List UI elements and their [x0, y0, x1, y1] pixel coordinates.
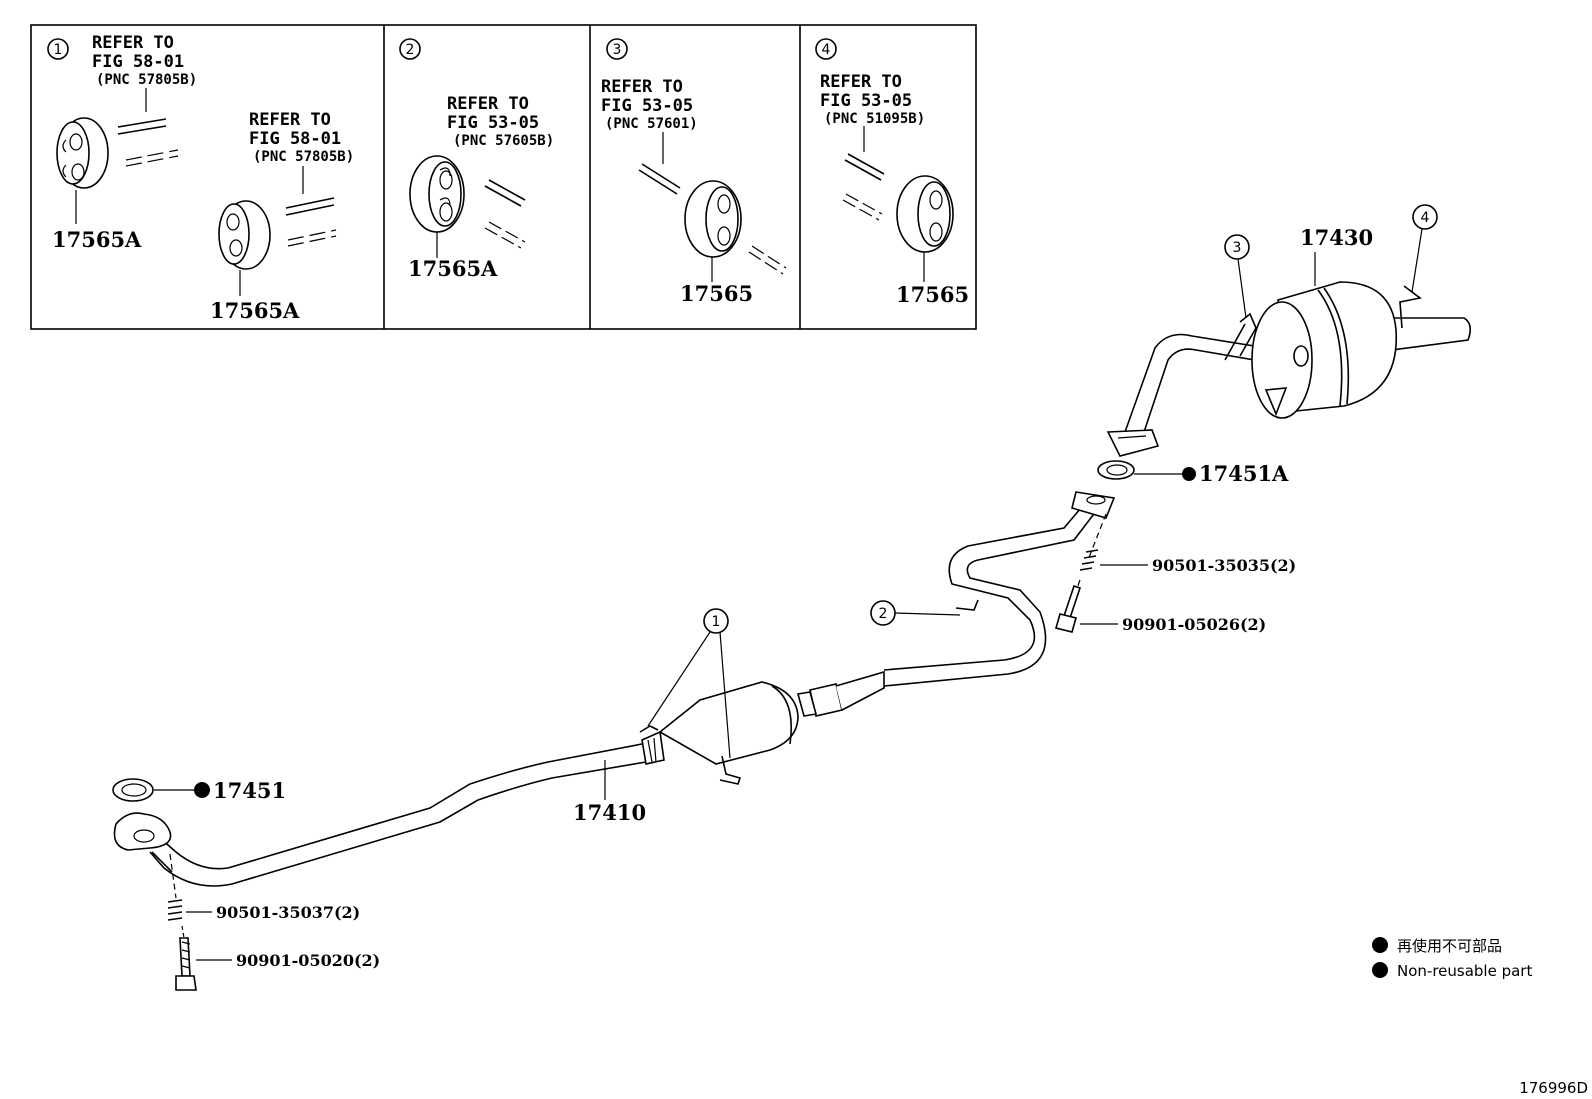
inset-4-number: 4	[822, 42, 831, 58]
non-reusable-marker-icon	[1372, 962, 1388, 978]
front-gasket	[112, 778, 154, 802]
front-spring	[167, 899, 183, 921]
callout-4-number: 4	[1421, 210, 1430, 226]
inset-4-number-circle	[815, 38, 837, 60]
inset-1-part-b: 17565A	[210, 298, 300, 323]
callout-4: 4	[1411, 204, 1438, 293]
muffler-assembly	[1106, 281, 1472, 457]
rubber-hanger-icon	[409, 155, 465, 233]
inset-1: 1 REFER TO FIG 58-01 (PNC 57805B) REFER …	[47, 33, 354, 323]
inset-2: 2 REFER TO FIG 53-05 (PNC 57605B) 17565A	[399, 38, 554, 281]
inset-1-number: 1	[54, 42, 63, 58]
inset-3-refer-line1: REFER TO	[601, 77, 683, 97]
part-label-spring-front: 90501-35037(2)	[216, 903, 360, 922]
inset-4: 4 REFER TO FIG 53-05 (PNC 51095B) 17565	[815, 38, 969, 307]
figure-id: 176996D	[1519, 1079, 1588, 1097]
inset-1-number-circle	[47, 38, 69, 60]
non-reusable-marker-icon	[1372, 937, 1388, 953]
inset-3-number-circle	[606, 38, 628, 60]
rubber-hanger-icon	[684, 180, 742, 258]
part-label-gasket-front: 17451	[213, 778, 286, 803]
part-label-bolt-rear: 90901-05026(2)	[1122, 615, 1266, 634]
inset-3: 3 REFER TO FIG 53-05 (PNC 57601) 17565	[601, 38, 787, 306]
part-label-front-pipe: 17410	[573, 800, 646, 825]
inset-4-refer-line1: REFER TO	[820, 72, 902, 92]
front-pipe	[113, 743, 647, 887]
legend-japanese: 再使用不可部品	[1397, 937, 1502, 955]
front-bolt	[175, 937, 197, 991]
part-label-gasket-rear: 17451A	[1199, 461, 1289, 486]
inset-1-refer-b-line1: REFER TO	[249, 110, 331, 130]
inset-3-refer-pnc: (PNC 57601)	[605, 116, 698, 132]
inset-2-refer-line1: REFER TO	[447, 94, 529, 114]
inset-3-part: 17565	[680, 281, 753, 306]
inset-4-part: 17565	[896, 282, 969, 307]
inset-2-number: 2	[406, 42, 415, 58]
center-pipe	[883, 491, 1116, 687]
inset-2-refer-line2: FIG 53-05	[447, 113, 539, 133]
inset-2-part: 17565A	[408, 256, 498, 281]
part-label-muffler: 17430	[1300, 225, 1373, 250]
inset-1-refer-a-pnc: (PNC 57805B)	[96, 72, 197, 88]
inset-1-refer-a-line2: FIG 58-01	[92, 52, 184, 72]
callout-2: 2	[870, 600, 961, 626]
rear-spring	[1079, 549, 1099, 571]
inset-3-refer-line2: FIG 53-05	[601, 96, 693, 116]
non-reusable-marker-icon	[1182, 467, 1196, 481]
inset-4-refer-line2: FIG 53-05	[820, 91, 912, 111]
rubber-hanger-icon	[56, 117, 109, 189]
inset-1-refer-a-line1: REFER TO	[92, 33, 174, 53]
callout-3-number: 3	[1233, 240, 1242, 256]
rubber-hanger-icon	[896, 175, 954, 253]
legend-english: Non-reusable part	[1397, 962, 1532, 980]
inset-4-refer-pnc: (PNC 51095B)	[824, 111, 925, 127]
callout-1: 1	[647, 608, 731, 759]
part-label-bolt-front: 90901-05020(2)	[236, 951, 380, 970]
inset-2-refer-pnc: (PNC 57605B)	[453, 133, 554, 149]
inset-2-number-circle	[399, 38, 421, 60]
callout-1-number: 1	[712, 614, 721, 630]
inset-1-refer-b-pnc: (PNC 57805B)	[253, 149, 354, 165]
callout-2-number: 2	[879, 606, 888, 622]
part-label-spring-rear: 90501-35035(2)	[1152, 556, 1296, 575]
legend: 再使用不可部品 Non-reusable part	[1372, 937, 1532, 980]
catalytic-converter	[639, 670, 885, 785]
rear-gasket	[1097, 460, 1135, 480]
inset-1-part-a: 17565A	[52, 227, 142, 252]
inset-3-number: 3	[613, 42, 622, 58]
rear-bolt	[1055, 584, 1082, 633]
inset-1-refer-b-line2: FIG 58-01	[249, 129, 341, 149]
callout-3: 3	[1224, 234, 1250, 319]
non-reusable-marker-icon	[194, 782, 210, 798]
inset-frames	[30, 24, 977, 330]
rubber-hanger-icon	[218, 200, 271, 270]
